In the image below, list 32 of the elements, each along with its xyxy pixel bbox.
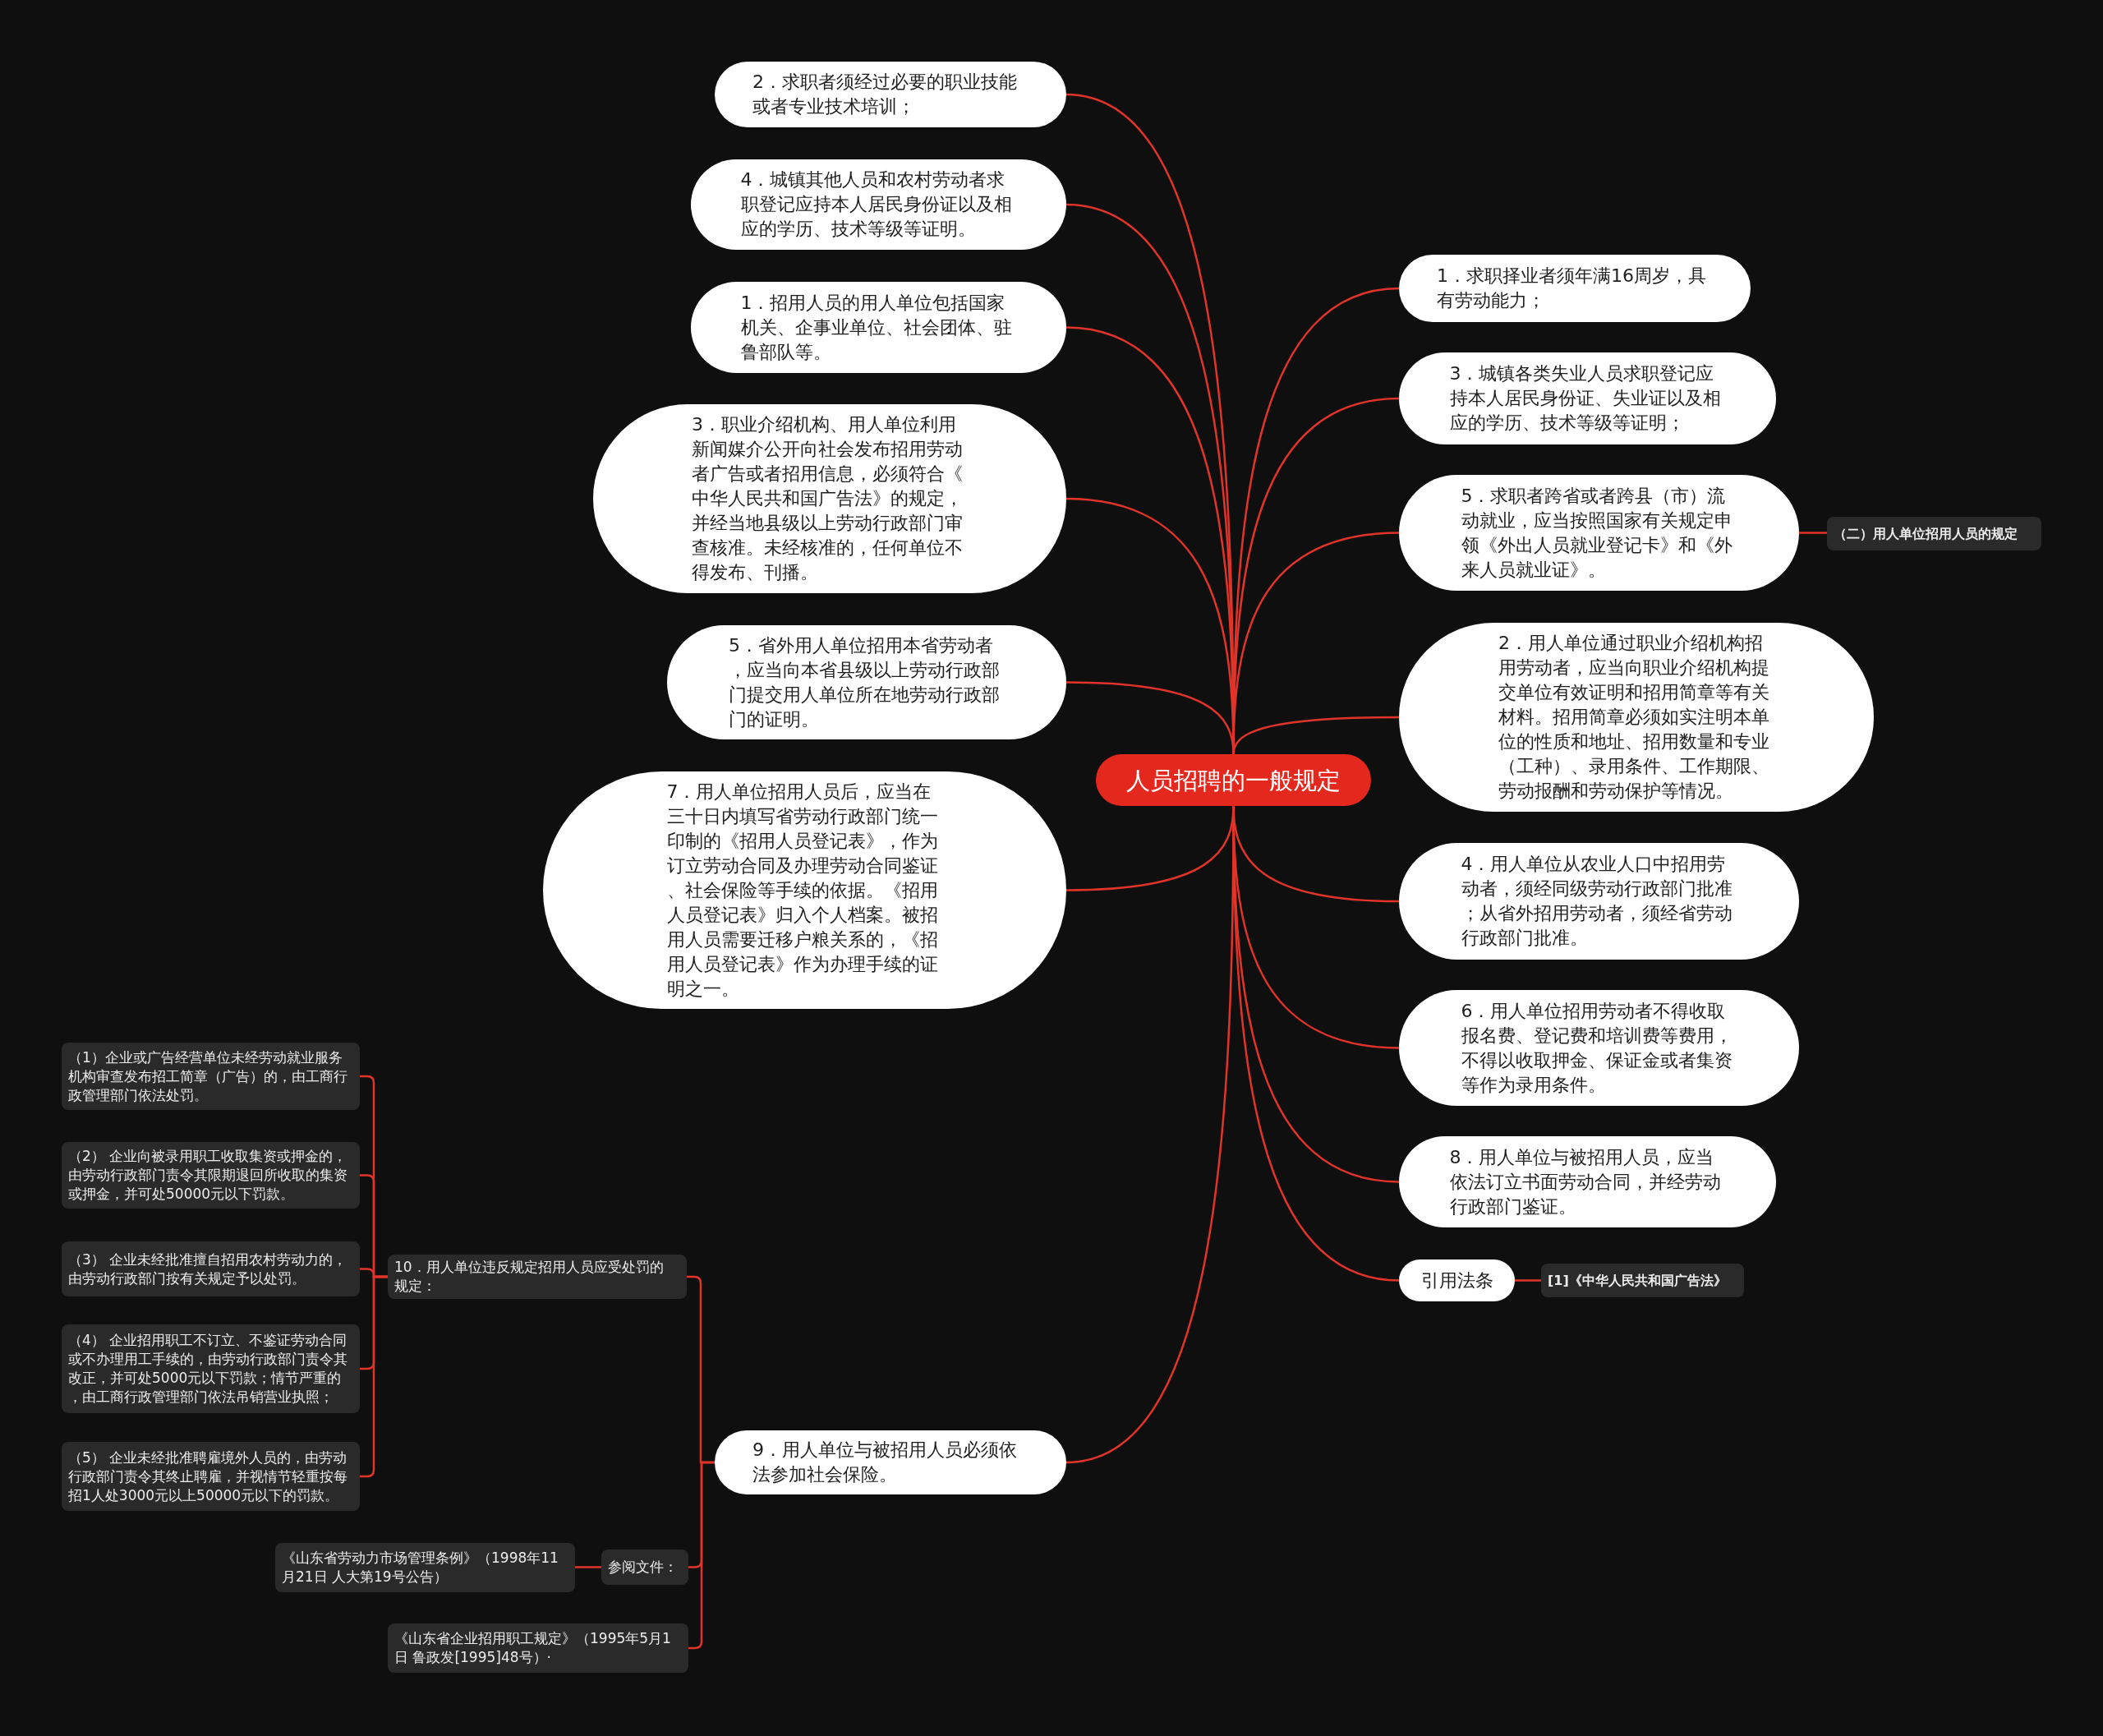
note-card: （二）用人单位招用人员的规定 <box>1827 517 2041 550</box>
topic-bubble: 3．职业介绍机构、用人单位利用新闻媒介公开向社会发布招用劳动者广告或者招用信息，必须符合《中华人民共和国广告法》的规定，并经当地县级以上劳动行政部门审查核准。未经核准的，任何单位不得发布、刊播。 <box>593 404 1066 593</box>
central-topic: 人员招聘的一般规定 <box>1096 754 1371 806</box>
topic-bubble: 5．省外用人单位招用本省劳动者，应当向本省县级以上劳动行政部门提交用人单位所在地劳动行政部门的证明。 <box>667 625 1066 739</box>
topic-bubble: 9．用人单位与被招用人员必须依法参加社会保险。 <box>715 1430 1066 1494</box>
note-card: （3） 企业未经批准擅自招用农村劳动力的，由劳动行政部门按有关规定予以处罚。 <box>62 1241 360 1296</box>
topic-bubble: 8．用人单位与被招用人员，应当依法订立书面劳动合同，并经劳动行政部门鉴证。 <box>1399 1136 1776 1227</box>
topic-bubble: 2．用人单位通过职业介绍机构招用劳动者，应当向职业介绍机构提交单位有效证明和招用简章等有关材料。招用简章必须如实注明本单位的性质和地址、招用数量和专业（工种）、录用条件、工作期限、劳动报酬和劳动保护等情况。 <box>1399 623 1874 812</box>
topic-bubble: 引用法条 <box>1399 1259 1515 1301</box>
topic-bubble: 2．求职者须经过必要的职业技能或者专业技术培训； <box>715 62 1066 127</box>
connector-line <box>1515 1279 1541 1282</box>
note-card: （4） 企业招用职工不订立、不鉴证劳动合同或不办理用工手续的，由劳动行政部门责令其改正，并可处5000元以下罚款；情节严重的，由工商行政管理部门依法吊销营业执照； <box>62 1324 360 1413</box>
note-card: （1）企业或广告经营单位未经劳动就业服务机构审查发布招工简章（广告）的，由工商行政管理部门依法处罚。 <box>62 1043 360 1110</box>
note-card: 《山东省劳动力市场管理条例》（1998年11月21日 人大第19号公告） <box>275 1543 575 1592</box>
topic-bubble: 1．求职择业者须年满16周岁，具有劳动能力； <box>1399 255 1751 322</box>
note-card: （5） 企业未经批准聘雇境外人员的，由劳动行政部门责令其终止聘雇，并视情节轻重按每招1人处3000元以上50000元以下的罚款。 <box>62 1442 360 1511</box>
note-card: [1]《中华人民共和国广告法》 <box>1541 1264 1744 1297</box>
connector-line <box>688 1461 715 1650</box>
topic-bubble: 7．用人单位招用人员后，应当在三十日内填写省劳动行政部门统一印制的《招用人员登记表》，作为订立劳动合同及办理劳动合同鉴证、社会保险等手续的依据。《招用人员登记表》归入个人档案。被招用人员需要迁移户粮关系的，《招用人员登记表》作为办理手续的证明之一。 <box>543 771 1066 1009</box>
topic-bubble: 3．城镇各类失业人员求职登记应持本人居民身份证、失业证以及相应的学历、技术等级等证明； <box>1399 352 1776 444</box>
note-card: （2） 企业向被录用职工收取集资或押金的，由劳动行政部门责令其限期退回所收取的集资或押金，并可处50000元以下罚款。 <box>62 1142 360 1209</box>
note-card: 参阅文件： <box>601 1550 688 1585</box>
note-card: 《山东省企业招用职工规定》（1995年5月1日 鲁政发[1995]48号）· <box>388 1623 688 1673</box>
connector-line <box>575 1566 601 1568</box>
connector-line <box>1799 532 1827 534</box>
connector-line <box>360 1275 388 1478</box>
topic-bubble: 4．用人单位从农业人口中招用劳动者，须经同级劳动行政部门批准；从省外招用劳动者，须经省劳动行政部门批准。 <box>1399 843 1799 960</box>
topic-bubble: 1．招用人员的用人单位包括国家机关、企事业单位、社会团体、驻鲁部队等。 <box>691 282 1066 373</box>
topic-bubble: 6．用人单位招用劳动者不得收取报名费、登记费和培训费等费用，不得以收取押金、保证金或者集资等作为录用条件。 <box>1399 990 1799 1106</box>
topic-bubble: 4．城镇其他人员和农村劳动者求职登记应持本人居民身份证以及相应的学历、技术等级等证明。 <box>691 159 1066 250</box>
note-card: 10．用人单位违反规定招用人员应受处罚的规定： <box>388 1255 687 1299</box>
topic-bubble: 5．求职者跨省或者跨县（市）流动就业，应当按照国家有关规定申领《外出人员就业登记卡》和《外来人员就业证》。 <box>1399 475 1799 591</box>
